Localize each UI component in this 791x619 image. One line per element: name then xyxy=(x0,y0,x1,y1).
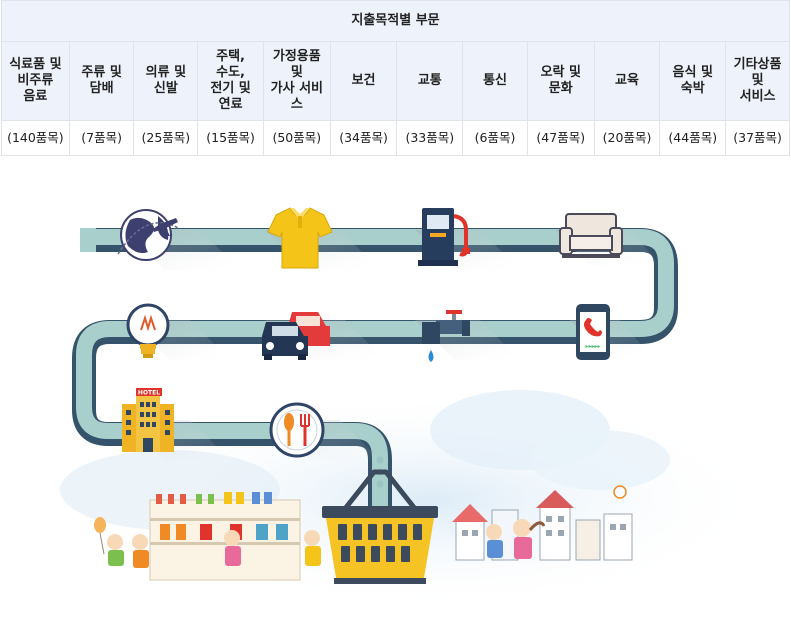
category-name: 기타상품 및 서비스 xyxy=(725,41,790,121)
category-item-count: (34품목) xyxy=(329,120,398,156)
category-name: 교육 xyxy=(593,41,661,121)
category-name: 식료품 및 비주류 음료 xyxy=(1,41,70,121)
smartphone-icon: ▸▸▸▸▸ xyxy=(576,304,610,360)
utensils-icon xyxy=(269,402,325,458)
category-item-count: (15품목) xyxy=(197,120,264,156)
fuel-pump-icon xyxy=(418,208,470,266)
category-name: 의류 및 신발 xyxy=(133,41,199,121)
category-item-count: (25품목) xyxy=(133,120,199,156)
shoppers-right xyxy=(486,519,546,559)
belt-start xyxy=(80,228,96,252)
store-shelves xyxy=(149,492,301,581)
category-name: 보건 xyxy=(329,41,398,121)
category-item-count: (33품목) xyxy=(396,120,464,156)
category-item-count: (20품목) xyxy=(593,120,661,156)
category-name: 오락 및 문화 xyxy=(526,41,595,121)
category-item-count: (7품목) xyxy=(68,120,135,156)
category-item-count: (37품목) xyxy=(725,120,790,156)
category-name: 주택, 수도, 전기 및 연료 xyxy=(197,41,264,121)
table-title: 지출목적별 부문 xyxy=(1,0,790,42)
globe-plane-icon xyxy=(117,209,179,261)
cloud xyxy=(530,430,670,490)
category-name: 가정용품 및 가사 서비 스 xyxy=(262,41,331,121)
shoppers-left xyxy=(94,517,321,568)
hotel-sign: HOTEL xyxy=(138,390,160,397)
conveyor-belt xyxy=(72,228,678,530)
category-item-count: (44품목) xyxy=(659,120,727,156)
category-item-count: (47품목) xyxy=(526,120,595,156)
category-name: 교통 xyxy=(396,41,464,121)
lightbulb-icon xyxy=(126,303,170,358)
shirt-icon xyxy=(267,207,333,269)
faucet-icon xyxy=(422,310,470,362)
shopping-basket-icon xyxy=(322,456,438,584)
cars-icon xyxy=(262,312,330,360)
category-name: 주류 및 담배 xyxy=(68,41,135,121)
category-item-count: (140품목) xyxy=(1,120,70,156)
category-item-count: (50품목) xyxy=(262,120,331,156)
sofa-icon xyxy=(559,213,623,258)
hotel-icon: HOTEL xyxy=(122,388,174,452)
consumption-illustration: ▸▸▸▸▸ HOTEL xyxy=(60,207,770,610)
category-name: 음식 및 숙박 xyxy=(659,41,727,121)
category-name: 통신 xyxy=(462,41,528,121)
category-item-count: (6품목) xyxy=(462,120,528,156)
svg-text:▸▸▸▸▸: ▸▸▸▸▸ xyxy=(585,343,600,350)
